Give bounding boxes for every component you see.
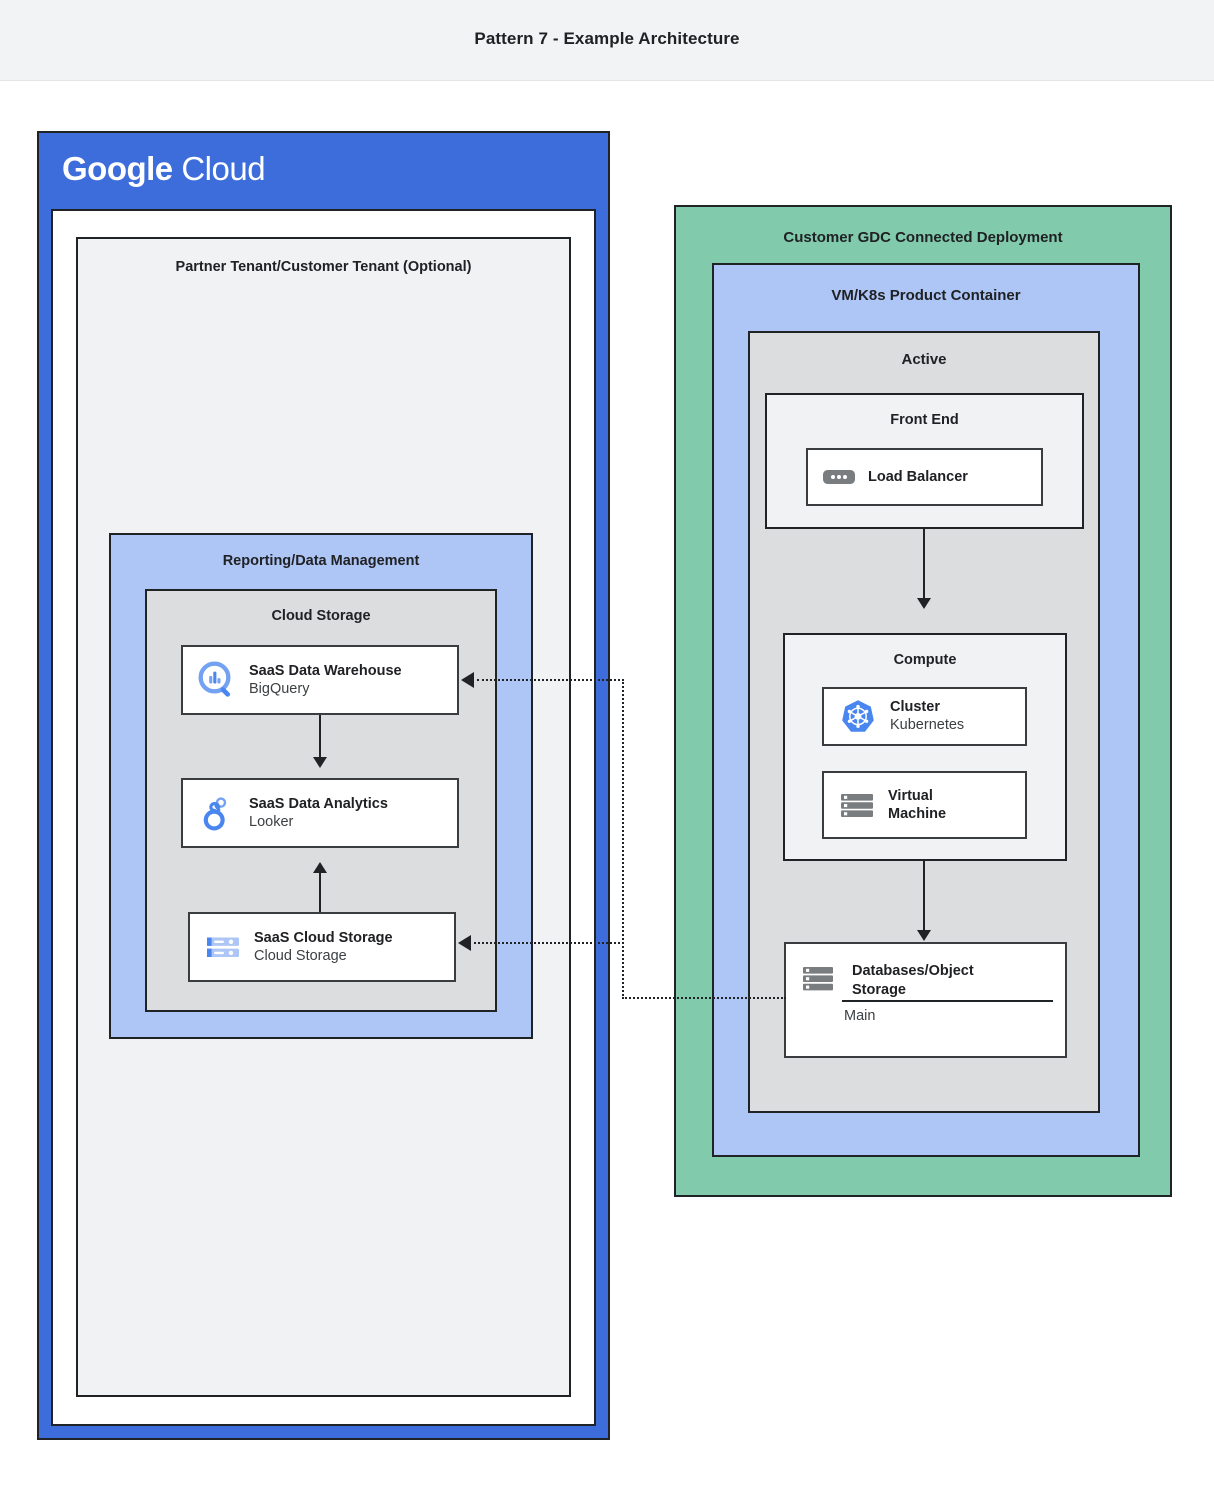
node-saas-data-warehouse-name: SaaS Data Warehouse	[249, 662, 402, 679]
node-saas-cloud-storage-product: Cloud Storage	[254, 947, 347, 964]
connector-trunk-to-warehouse	[477, 679, 624, 681]
gdc-title: Customer GDC Connected Deployment	[783, 229, 1063, 246]
arrowhead-trunk-to-warehouse	[461, 672, 474, 688]
node-database-row: Databases/Object Storage	[786, 944, 1065, 1002]
connector-trunk-vertical	[622, 679, 624, 999]
node-cluster-name: Cluster	[890, 699, 940, 716]
cloud-storage-group-title: Cloud Storage	[271, 608, 371, 624]
node-load-balancer-text: Load Balancer	[868, 468, 968, 486]
database-icon	[802, 962, 838, 1002]
kubernetes-icon	[838, 697, 878, 737]
partner-tenant-title: Partner Tenant/Customer Tenant (Optional…	[175, 259, 472, 275]
virtual-machine-icon	[838, 786, 876, 824]
google-cloud-logo-light: Cloud	[181, 150, 266, 187]
node-saas-data-analytics-text: SaaS Data Analytics Looker	[249, 795, 388, 832]
front-end-title: Front End	[890, 412, 959, 428]
vm-k8s-title: VM/K8s Product Container	[831, 287, 1021, 304]
title-bar: Pattern 7 - Example Architecture	[0, 0, 1214, 81]
node-saas-data-analytics[interactable]: SaaS Data Analytics Looker	[181, 778, 459, 848]
node-virtual-machine[interactable]: Virtual Machine	[822, 771, 1027, 839]
node-saas-cloud-storage[interactable]: SaaS Cloud Storage Cloud Storage	[188, 912, 456, 982]
node-saas-cloud-storage-text: SaaS Cloud Storage Cloud Storage	[254, 929, 393, 966]
compute-title: Compute	[893, 652, 957, 668]
node-load-balancer[interactable]: Load Balancer	[806, 448, 1043, 506]
arrow-compute-to-database	[923, 861, 925, 935]
node-database-object-storage[interactable]: Databases/Object Storage Main	[784, 942, 1067, 1058]
node-saas-data-warehouse[interactable]: SaaS Data Warehouse BigQuery	[181, 645, 459, 715]
google-cloud-logo-bold: Google	[62, 150, 173, 187]
node-cluster-text: Cluster Kubernetes	[890, 698, 964, 735]
node-saas-data-warehouse-text: SaaS Data Warehouse BigQuery	[249, 662, 402, 699]
node-database-divider	[842, 1000, 1053, 1002]
node-virtual-machine-name: Virtual Machine	[888, 787, 947, 822]
node-cluster[interactable]: Cluster Kubernetes	[822, 687, 1027, 746]
arrowhead-storage-to-analytics	[313, 862, 327, 873]
arrow-warehouse-to-analytics	[319, 715, 321, 766]
node-saas-data-warehouse-product: BigQuery	[249, 680, 310, 697]
node-database-name: Databases/Object Storage	[852, 963, 974, 998]
load-balancer-icon	[822, 465, 856, 489]
connector-db-to-trunk	[622, 997, 786, 999]
looker-icon	[197, 793, 237, 833]
node-saas-data-analytics-name: SaaS Data Analytics	[249, 795, 388, 812]
node-virtual-machine-text: Virtual Machine	[888, 787, 946, 823]
cloud-storage-icon	[204, 928, 242, 966]
node-saas-data-analytics-product: Looker	[249, 813, 294, 830]
page-title: Pattern 7 - Example Architecture	[474, 29, 740, 48]
bigquery-icon	[197, 660, 237, 700]
node-database-footer: Main	[844, 1008, 876, 1024]
arrowhead-frontend-to-compute	[917, 598, 931, 609]
node-cluster-product: Kubernetes	[890, 717, 965, 734]
active-title: Active	[901, 351, 947, 368]
arrowhead-trunk-to-cloud-storage	[458, 935, 471, 951]
google-cloud-logo: Google Cloud	[62, 150, 266, 188]
arrowhead-compute-to-database	[917, 930, 931, 941]
node-load-balancer-name: Load Balancer	[868, 468, 968, 485]
node-saas-cloud-storage-name: SaaS Cloud Storage	[254, 929, 393, 946]
arrowhead-warehouse-to-analytics	[313, 757, 327, 768]
arrow-storage-to-analytics	[319, 872, 321, 914]
connector-trunk-to-cloud-storage	[474, 942, 624, 944]
arrow-frontend-to-compute	[923, 529, 925, 603]
reporting-data-management-title: Reporting/Data Management	[222, 553, 420, 569]
